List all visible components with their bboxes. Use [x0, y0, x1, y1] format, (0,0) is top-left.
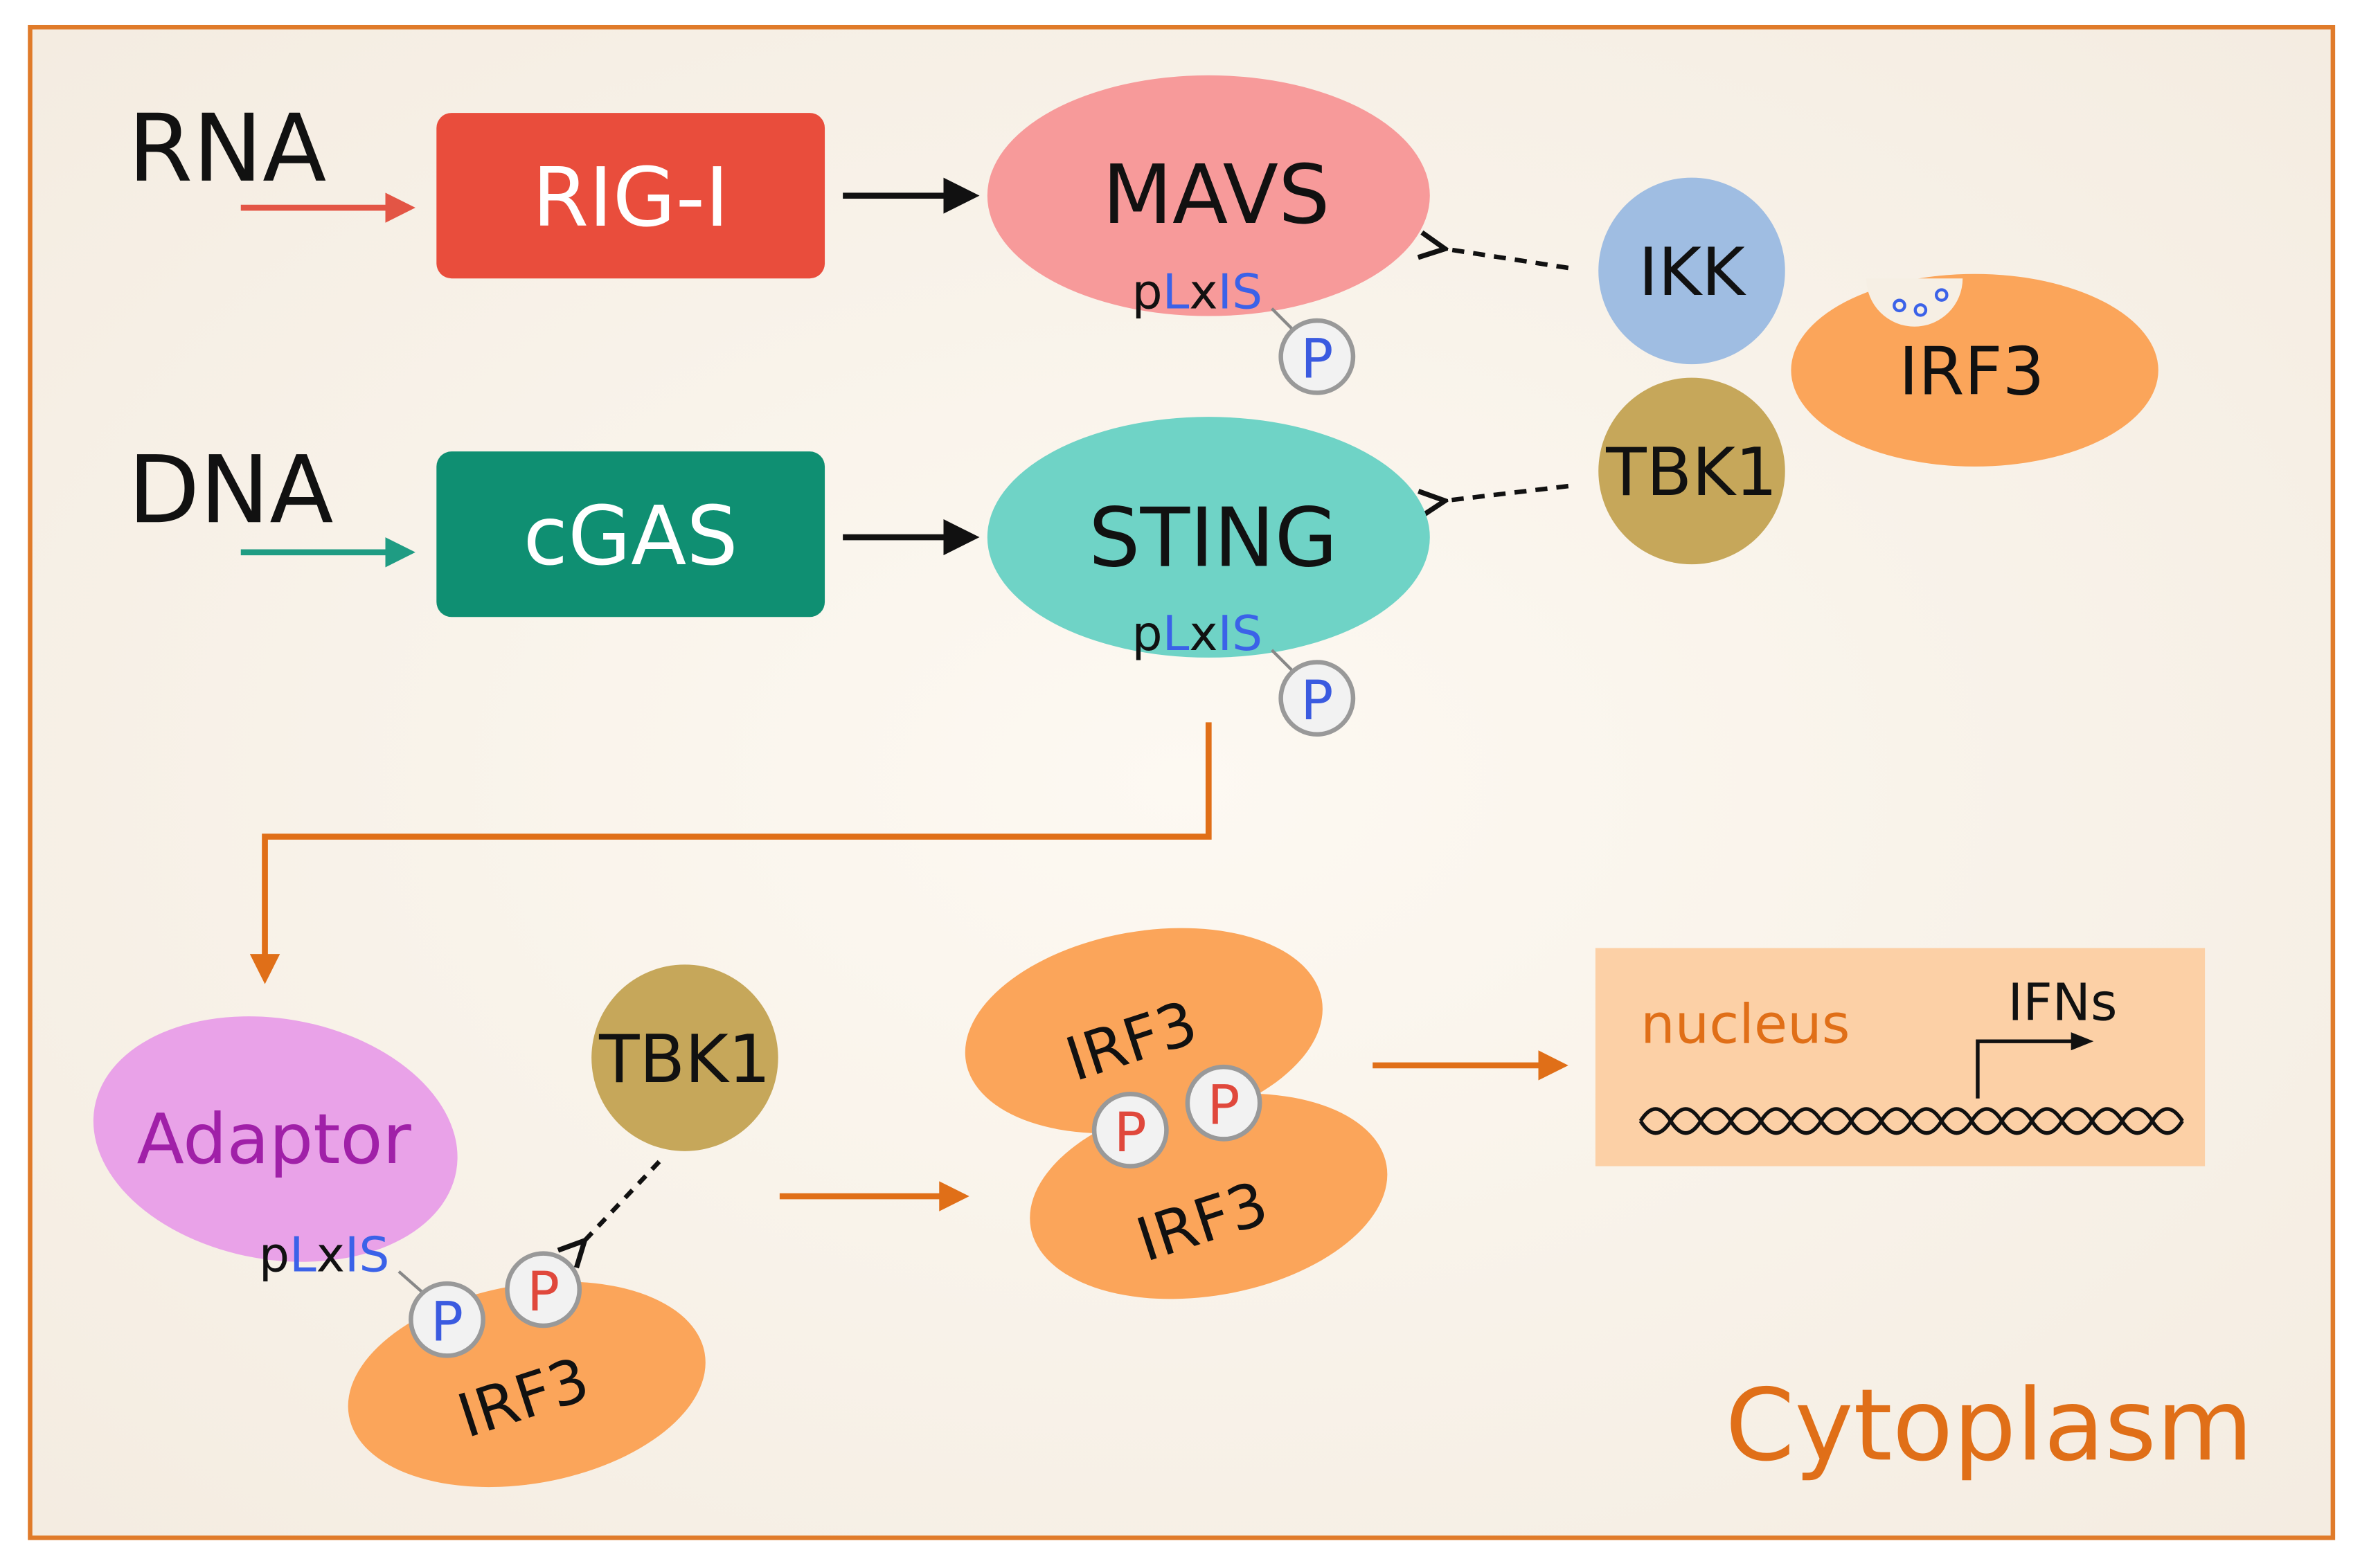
tbk1-top-node [1598, 377, 1785, 565]
tbk1-top-label: TBK1 [1605, 433, 1778, 511]
irf3-dot-1 [1893, 298, 1906, 313]
ifns-label: IFNs [2008, 973, 2117, 1033]
dna-label: DNA [128, 435, 334, 544]
motif-p: p [1132, 606, 1162, 662]
motif-x: x [1189, 264, 1217, 321]
dimer-phospho-1 [1091, 1091, 1169, 1169]
mavs-label: MAVS [1102, 147, 1330, 242]
dimer-phospho-2 [1185, 1064, 1262, 1142]
dna-helix [1638, 1107, 2184, 1135]
tbk1-bottom-label: TBK1 [598, 1020, 771, 1098]
motif-l: L [1163, 264, 1190, 321]
ikk-node [1598, 177, 1785, 365]
adaptor-label: Adaptor [136, 1099, 411, 1180]
irf3-top-node [1791, 273, 2158, 467]
irf3-dot-3 [1934, 288, 1949, 302]
mavs-node [987, 75, 1430, 316]
transcription-start-arrow [1976, 1032, 2094, 1099]
sting-node [987, 417, 1430, 658]
irf3-dot-2 [1913, 303, 1928, 317]
tbk1-to-sting-arrow [1442, 483, 1569, 501]
cytoplasm-label: Cytoplasm [1725, 1367, 2253, 1483]
dimer-phospho-2-label: P [1207, 1074, 1240, 1137]
rig-i-label: RIG-I [533, 150, 729, 245]
rig-i-box [436, 113, 825, 279]
sting-motif: pLxIS [1132, 606, 1262, 662]
mavs-motif: pLxIS [1132, 264, 1262, 321]
motif-is: IS [1218, 264, 1263, 321]
nucleus-label: nucleus [1641, 993, 1850, 1056]
motif-p: p [259, 1227, 289, 1283]
motif-is: IS [345, 1227, 390, 1283]
mavs-phospho-label: P [1300, 328, 1333, 391]
sting-phospho-label: P [1300, 669, 1333, 732]
adaptor-node [93, 1016, 458, 1262]
adaptor-phospho-label: P [431, 1291, 463, 1354]
cgas-label: cGAS [524, 489, 738, 584]
nucleus-box [1595, 948, 2206, 1166]
rna-label: RNA [128, 94, 327, 203]
cgas-box [436, 451, 825, 618]
irf3-phospho-circle [505, 1251, 582, 1328]
motif-l: L [289, 1227, 316, 1283]
adaptor-phospho-link [397, 1270, 426, 1295]
sting-phospho-link [1271, 649, 1296, 674]
motif-x: x [1189, 606, 1217, 662]
irf3-phospho-label: P [527, 1261, 560, 1324]
ikk-to-mavs-arrow [1442, 249, 1569, 271]
irf3-top-label: IRF3 [1899, 333, 2044, 411]
motif-l: L [1163, 606, 1190, 662]
motif-is: IS [1218, 606, 1263, 662]
tbk1-bottom-node [591, 964, 778, 1151]
sting-label: STING [1089, 490, 1338, 585]
ikk-label: IKK [1638, 233, 1746, 311]
adaptor-motif: pLxIS [259, 1227, 390, 1283]
motif-p: p [1132, 264, 1162, 321]
motif-x: x [316, 1227, 345, 1283]
sting-to-adaptor-connector [249, 722, 1212, 984]
mavs-phospho-link [1271, 307, 1296, 332]
mavs-phospho-circle [1278, 318, 1356, 395]
sting-phospho-circle [1278, 660, 1356, 737]
adaptor-phospho-circle [409, 1281, 485, 1358]
dimer-phospho-1-label: P [1114, 1101, 1147, 1164]
